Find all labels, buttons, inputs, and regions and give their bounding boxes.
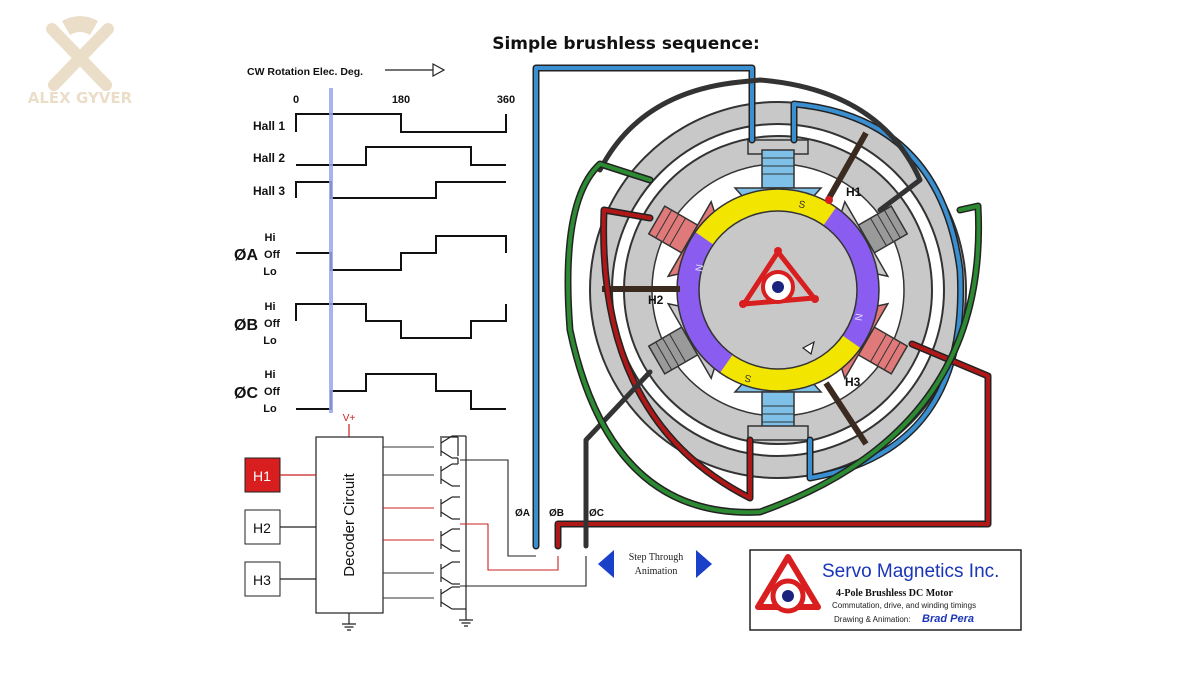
company-name: Servo Magnetics Inc. — [822, 561, 999, 582]
phase-a-off: Off — [264, 249, 280, 261]
hall-3-label: Hall 3 — [253, 184, 285, 198]
hall-1-label: Hall 1 — [253, 119, 285, 133]
decoder-box — [315, 436, 384, 614]
phase-b-symbol: ØB — [234, 317, 258, 334]
decoder-label: Decoder Circuit — [341, 472, 358, 576]
phase-b-hi: Hi — [265, 301, 276, 313]
transistor-bridge — [440, 435, 467, 620]
h2-input-label: H2 — [253, 520, 271, 536]
rotor-index-marker — [801, 340, 815, 356]
watermark-text: ALEX GYVER — [28, 89, 133, 107]
deg-tick-360: 360 — [497, 94, 515, 106]
magnet-pole-bottom: S — [743, 372, 752, 384]
vplus-label: V+ — [343, 413, 356, 424]
out-c-label: ØC — [589, 508, 604, 519]
phase-c-symbol: ØC — [234, 385, 258, 402]
author-name: Brad Pera — [922, 613, 974, 625]
hall-2-label: Hall 2 — [253, 151, 285, 165]
out-b-label: ØB — [549, 508, 564, 519]
phase-c-wave — [296, 373, 506, 410]
h3-sensor-label: H3 — [845, 375, 861, 389]
phase-a-wave — [296, 235, 507, 271]
rotor-magnets — [676, 188, 880, 392]
phase-b-wave — [295, 303, 507, 339]
phase-b-off: Off — [264, 318, 280, 330]
h2-sensor-label: H2 — [648, 293, 664, 307]
magnet-pole-right: N — [852, 312, 864, 321]
out-a-label: ØA — [515, 508, 530, 519]
watermark-logo: ALEX GYVER — [28, 16, 133, 107]
h3-input-label: H3 — [253, 572, 271, 588]
phase-a-lo: Lo — [263, 266, 277, 278]
company-card: Servo Magnetics Inc. 4-Pole Brushless DC… — [749, 549, 1022, 631]
phase-a-symbol: ØA — [234, 247, 258, 264]
winding-phase-c — [583, 77, 923, 549]
phase-c-lo: Lo — [263, 403, 277, 415]
step-label-1: Step Through — [629, 552, 684, 563]
magnet-pole-left: N — [694, 263, 706, 272]
phase-c-off: Off — [264, 386, 280, 398]
h1-input-label: H1 — [253, 468, 271, 484]
rotation-label: CW Rotation Elec. Deg. — [247, 66, 363, 78]
ground-icon-2 — [459, 619, 473, 627]
phase-a-hi: Hi — [265, 232, 276, 244]
page-title: Simple brushless sequence: — [492, 34, 760, 54]
h2-input[interactable] — [244, 509, 281, 545]
deg-tick-180: 180 — [392, 94, 410, 106]
step-forward-button[interactable] — [696, 550, 712, 578]
hall-sensor-h3: H3 — [823, 375, 869, 446]
step-back-button[interactable] — [598, 550, 614, 578]
credit-label: Drawing & Animation: — [834, 615, 910, 624]
step-label-2: Animation — [635, 566, 678, 577]
hall-sensor-h1: H1 — [825, 131, 869, 204]
rotor-symbol — [739, 247, 819, 308]
company-product: 4-Pole Brushless DC Motor — [836, 588, 953, 599]
company-logo — [755, 554, 821, 614]
ground-icon — [342, 623, 356, 631]
timing-diagram: CW Rotation Elec. Deg. 0 180 360 Hall 1 … — [234, 62, 515, 415]
company-description: Commutation, drive, and winding timings — [832, 601, 976, 610]
h3-input[interactable] — [244, 561, 281, 597]
hall-2-wave — [296, 146, 506, 166]
hall-3-wave — [295, 181, 506, 199]
phase-c-hi: Hi — [265, 369, 276, 381]
motor: S N S N H1 H2 — [532, 64, 992, 550]
deg-tick-0: 0 — [293, 94, 299, 106]
h1-sensor-label: H1 — [846, 185, 862, 199]
hall-sensor-h2: H2 — [602, 286, 680, 307]
phase-b-lo: Lo — [263, 335, 277, 347]
step-controls: Step Through Animation — [598, 550, 712, 578]
magnet-pole-top: S — [797, 199, 806, 211]
rotation-arrow — [385, 62, 446, 78]
decoder-circuit: V+ Decoder Circuit H1 H2 H3 — [244, 413, 604, 631]
hall-1-wave — [295, 113, 507, 133]
